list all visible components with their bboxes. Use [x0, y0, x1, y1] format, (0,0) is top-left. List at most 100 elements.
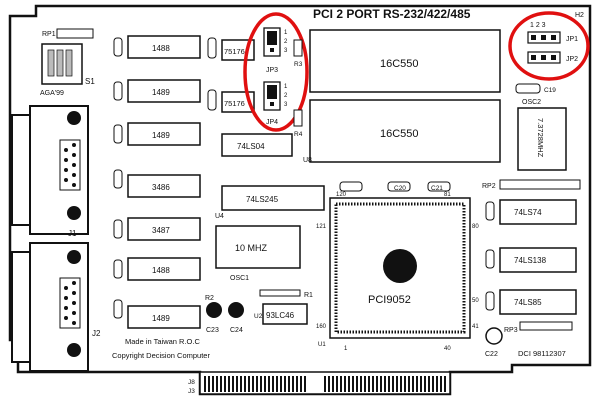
- resistor-r3: [293, 39, 303, 57]
- edge-finger: [360, 376, 362, 392]
- oscillator-10mhz: 10 MHZ: [215, 225, 301, 269]
- cap-u13: [207, 37, 217, 59]
- chip-u3: 74LS138: [499, 247, 577, 273]
- edge-finger: [372, 376, 374, 392]
- j1-label: J1: [68, 229, 77, 238]
- capacitor-c22: [485, 327, 503, 345]
- svg-text:10 MHZ: 10 MHZ: [235, 243, 268, 253]
- svg-text:PCI9052: PCI9052: [368, 294, 411, 306]
- edge-finger: [416, 376, 418, 392]
- osc1-label: OSC1: [230, 275, 249, 282]
- edge-finger: [356, 376, 358, 392]
- date-code-text: DCI 98112307: [518, 349, 566, 358]
- capacitor-c23: [206, 302, 222, 318]
- rp1-label: RP1: [42, 31, 56, 38]
- s1-dip-switch: [41, 43, 83, 85]
- chip-u6: 74LS85: [499, 289, 577, 315]
- jumper-jp3: 1 2 3: [263, 27, 288, 57]
- edge-finger: [288, 376, 290, 392]
- edge-finger: [336, 376, 338, 392]
- pin-160-label: 160: [316, 324, 327, 330]
- pin-81-label: 81: [444, 192, 451, 198]
- edge-finger: [432, 376, 434, 392]
- edge-finger: [236, 376, 238, 392]
- pin-80-label: 80: [472, 224, 479, 230]
- chip-u10: 1489: [127, 79, 201, 103]
- c22-label: C22: [485, 351, 498, 358]
- svg-text:1489: 1489: [152, 88, 170, 97]
- chip-u12: 3487: [127, 217, 201, 241]
- svg-text:C19: C19: [544, 87, 556, 94]
- edge-finger: [260, 376, 262, 392]
- chip-u9: 1488: [127, 35, 201, 59]
- db9-connector-j2: [11, 242, 89, 372]
- j2-label: J2: [92, 329, 101, 338]
- u4-label: U4: [215, 213, 224, 220]
- j8-label: J8: [188, 379, 195, 386]
- edge-finger: [412, 376, 414, 392]
- edge-finger: [300, 376, 302, 392]
- chip-u11: 1489: [127, 122, 201, 146]
- edge-fingers: [204, 376, 446, 392]
- u2-label: U2: [254, 313, 263, 320]
- capacitor-c20: C20: [387, 181, 411, 192]
- svg-text:16C550: 16C550: [380, 128, 419, 140]
- rp1-resistor-pack: [56, 28, 94, 39]
- edge-finger: [244, 376, 246, 392]
- r4-label: R4: [294, 131, 303, 138]
- svg-text:3486: 3486: [152, 183, 170, 192]
- edge-finger: [280, 376, 282, 392]
- edge-finger: [344, 376, 346, 392]
- edge-finger: [428, 376, 430, 392]
- svg-text:C21: C21: [431, 185, 443, 192]
- svg-text:74LS74: 74LS74: [514, 208, 542, 217]
- right-capacitors: [485, 201, 495, 311]
- svg-text:1488: 1488: [152, 44, 170, 53]
- pin-1-label: 1: [344, 346, 348, 352]
- s1-label: S1: [85, 77, 95, 86]
- jp1-label: JP1: [566, 36, 578, 43]
- edge-finger: [272, 376, 274, 392]
- edge-finger: [208, 376, 210, 392]
- edge-finger: [304, 376, 306, 392]
- svg-text:3: 3: [284, 48, 288, 54]
- jumper-jp2: [527, 51, 561, 64]
- edge-finger: [436, 376, 438, 392]
- edge-finger: [212, 376, 214, 392]
- j3-label: J3: [188, 388, 195, 395]
- svg-text:3: 3: [284, 102, 288, 108]
- edge-finger: [368, 376, 370, 392]
- edge-finger: [264, 376, 266, 392]
- jumper-jp1: [527, 31, 561, 44]
- svg-text:1: 1: [284, 30, 288, 36]
- pci-edge-connector: [199, 371, 451, 395]
- r3-label: R3: [294, 61, 303, 68]
- resistor-r4: [293, 109, 303, 127]
- u1-label: U1: [318, 342, 326, 348]
- pin-41-label: 41: [472, 324, 479, 330]
- edge-finger: [420, 376, 422, 392]
- svg-text:2: 2: [284, 39, 288, 45]
- c24-label: C24: [230, 327, 243, 334]
- svg-text:16C550: 16C550: [380, 58, 419, 70]
- edge-finger: [384, 376, 386, 392]
- highlight-jp1-jp2: [508, 11, 590, 81]
- edge-finger: [248, 376, 250, 392]
- edge-finger: [276, 376, 278, 392]
- edge-finger: [292, 376, 294, 392]
- edge-finger: [388, 376, 390, 392]
- u8-label: U8: [303, 157, 312, 164]
- svg-text:1488: 1488: [152, 266, 170, 275]
- edge-finger: [252, 376, 254, 392]
- osc2-label: OSC2: [522, 99, 541, 106]
- svg-text:74LS138: 74LS138: [514, 256, 547, 265]
- uart-16c550-b: 16C550: [309, 99, 501, 163]
- edge-finger: [392, 376, 394, 392]
- h2-label: H2: [575, 12, 584, 19]
- svg-text:1489: 1489: [152, 131, 170, 140]
- edge-finger: [352, 376, 354, 392]
- chip-pci9052: PCI9052: [329, 197, 471, 339]
- svg-text:2: 2: [284, 93, 288, 99]
- edge-finger: [224, 376, 226, 392]
